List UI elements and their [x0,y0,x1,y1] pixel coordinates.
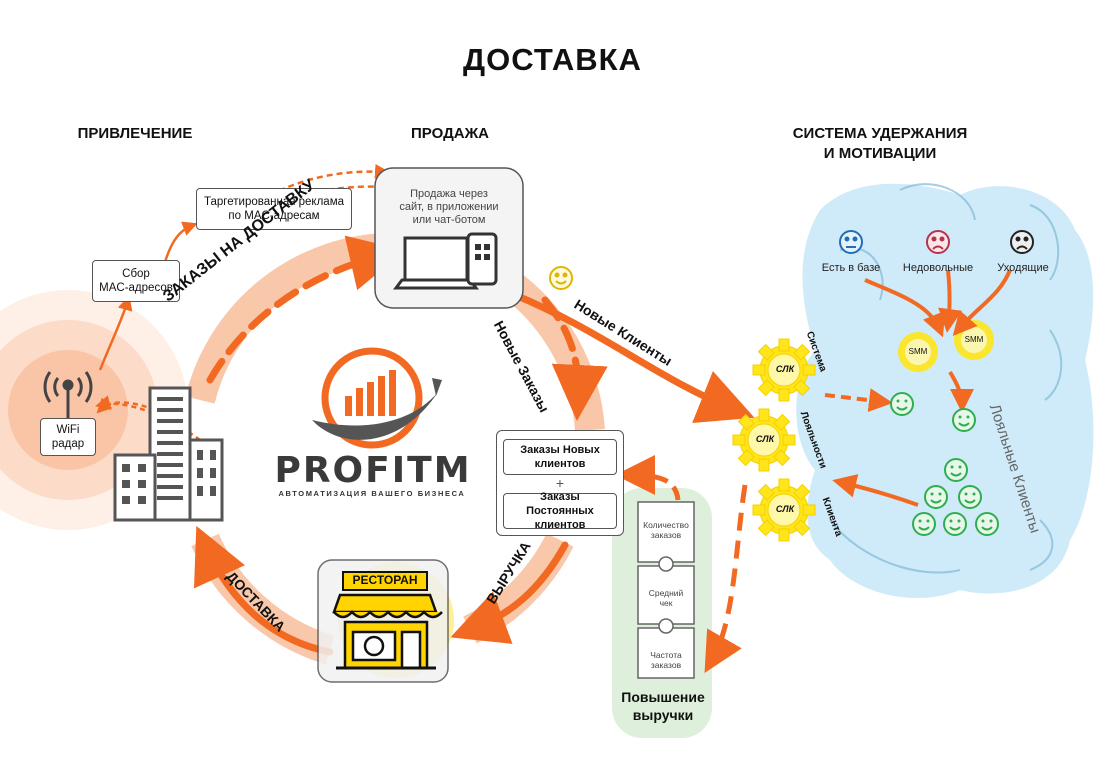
orders-plus: + [555,475,565,491]
new-orders-l1: Заказы Новых [520,444,600,456]
wifi-radar-icon [43,371,93,418]
gear-label-3: СЛК [775,504,795,514]
retention-arrows [824,269,1012,507]
segment-leaving: Уходящие [997,262,1049,274]
page-title: ДОСТАВКА [463,42,642,77]
restaurant-label: РЕСТОРАН [352,573,418,587]
targeted-ads-box: Таргетированная реклама по MAC-адресам [196,188,352,230]
regular-client-orders-box: Заказы Постоянных клиентов [503,491,617,531]
revenue-increase-label: Повышение выручки [608,688,718,724]
section-retention-line1: СИСТЕМА УДЕРЖАНИЯ [792,125,968,142]
slk-gears [732,338,816,542]
sales-channel-l1: Продажа через [410,188,488,200]
logo-brand: PROFITM [274,450,472,491]
mac-collect-l1: Сбор [122,268,150,280]
logo-tagline: АВТОМАТИЗАЦИЯ ВАШЕГО БИЗНЕСА [278,489,466,498]
puzzle-p2-l1: Средний [648,588,684,598]
puzzle-p1-l1: Количество [643,520,689,530]
regular-orders-l1: Заказы Постоянных [526,491,594,517]
section-sales: ПРОДАЖА [411,125,489,142]
section-attraction: ПРИВЛЕЧЕНИЕ [77,125,193,142]
segment-unhappy: Недовольные [902,262,974,274]
gear-label-2: СЛК [755,434,775,444]
puzzle-p2-l2: чек [659,598,673,608]
smm-label-2: SMM [964,335,984,344]
mac-collect-l2: MAC-адресов [99,282,173,294]
cycle-arrows [194,235,755,656]
sales-channel-card [374,167,524,309]
building-icon [113,386,224,522]
targeted-ads-l1: Таргетированная реклама [204,196,344,208]
smm-label-1: SMM [908,347,928,356]
wifi-label-l2: радар [51,438,85,450]
puzzle-p3-l2: заказов [650,660,682,670]
revenue-puzzle [612,488,712,738]
restaurant-icon [317,559,454,683]
regular-orders-l2: клиентов [534,519,586,531]
sales-channel-l2: сайт, в приложении [399,201,499,213]
sales-channel-text: Продажа через сайт, в приложении или чат… [384,188,514,227]
segment-in-base: Есть в базе [821,262,881,274]
loyal-client-faces [890,392,999,536]
sales-channel-l3: или чат-ботом [412,214,486,226]
section-retention: СИСТЕМА УДЕРЖАНИЯ И МОТИВАЦИИ [760,124,1000,164]
revenue-increase-l2: выручки [632,707,694,723]
puzzle-arrows [615,455,748,674]
section-retention-line2: И МОТИВАЦИИ [823,145,937,162]
revenue-increase-l1: Повышение [621,689,705,705]
wifi-radar-box: WiFi радар [40,418,96,456]
profitm-logo-mark [312,347,442,449]
orders-summary-card: Заказы Новых клиентов + Заказы Постоянных… [496,430,624,536]
retention-cloud [796,183,1094,599]
gear-label-1: СЛК [775,364,795,374]
puzzle-p3-l1: Частота [650,650,682,660]
new-client-orders-box: Заказы Новых клиентов [503,439,617,475]
targeted-ads-l2: по MAC-адресам [228,210,320,222]
segment-faces [549,230,1034,290]
puzzle-p1-l2: заказов [650,530,682,540]
new-orders-l2: клиентов [534,458,586,470]
wifi-label-l1: WiFi [56,424,80,436]
